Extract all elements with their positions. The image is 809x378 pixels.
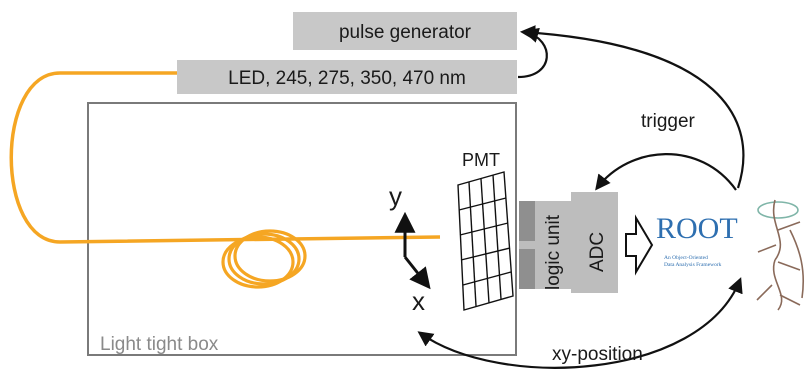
- x-axis-label: x: [412, 286, 425, 316]
- trigger-label: trigger: [641, 111, 696, 132]
- xy-position-label: xy-position: [552, 344, 643, 365]
- root-logo: ROOT An Object-Oriented Data Analysis Fr…: [656, 199, 805, 311]
- pmt-grid: [457, 171, 514, 311]
- pulse-generator-label: pulse generator: [339, 22, 472, 43]
- led-box: [177, 60, 517, 94]
- root-to-adc-arrow: [595, 153, 737, 191]
- led-label: LED, 245, 275, 350, 470 nm: [228, 68, 466, 89]
- pmt-label: PMT: [462, 150, 500, 170]
- root-figure-icon: [756, 199, 805, 311]
- adc-to-root-arrow: [625, 214, 654, 276]
- fiber-coil: [221, 229, 307, 289]
- svg-text:ROOT: ROOT: [656, 212, 738, 245]
- svg-text:Data Analysis Framework: Data Analysis Framework: [664, 262, 722, 268]
- optical-fiber: [9, 71, 441, 244]
- xy-position-arrow: [417, 277, 743, 369]
- trigger-arrow: [519, 25, 745, 189]
- led-pulse-loop-arrow: [517, 27, 548, 79]
- svg-text:An Object-Oriented: An Object-Oriented: [664, 255, 708, 261]
- pulse-generator-box: [293, 12, 517, 50]
- y-axis-label: y: [389, 181, 402, 211]
- adc-label: ADC: [587, 232, 608, 272]
- x-axis-arrow: [403, 256, 431, 290]
- light-tight-box: [87, 102, 517, 356]
- logic-unit-label: logic unit: [543, 214, 564, 290]
- light-tight-box-label: Light tight box: [100, 334, 219, 355]
- adc-box: [571, 192, 618, 293]
